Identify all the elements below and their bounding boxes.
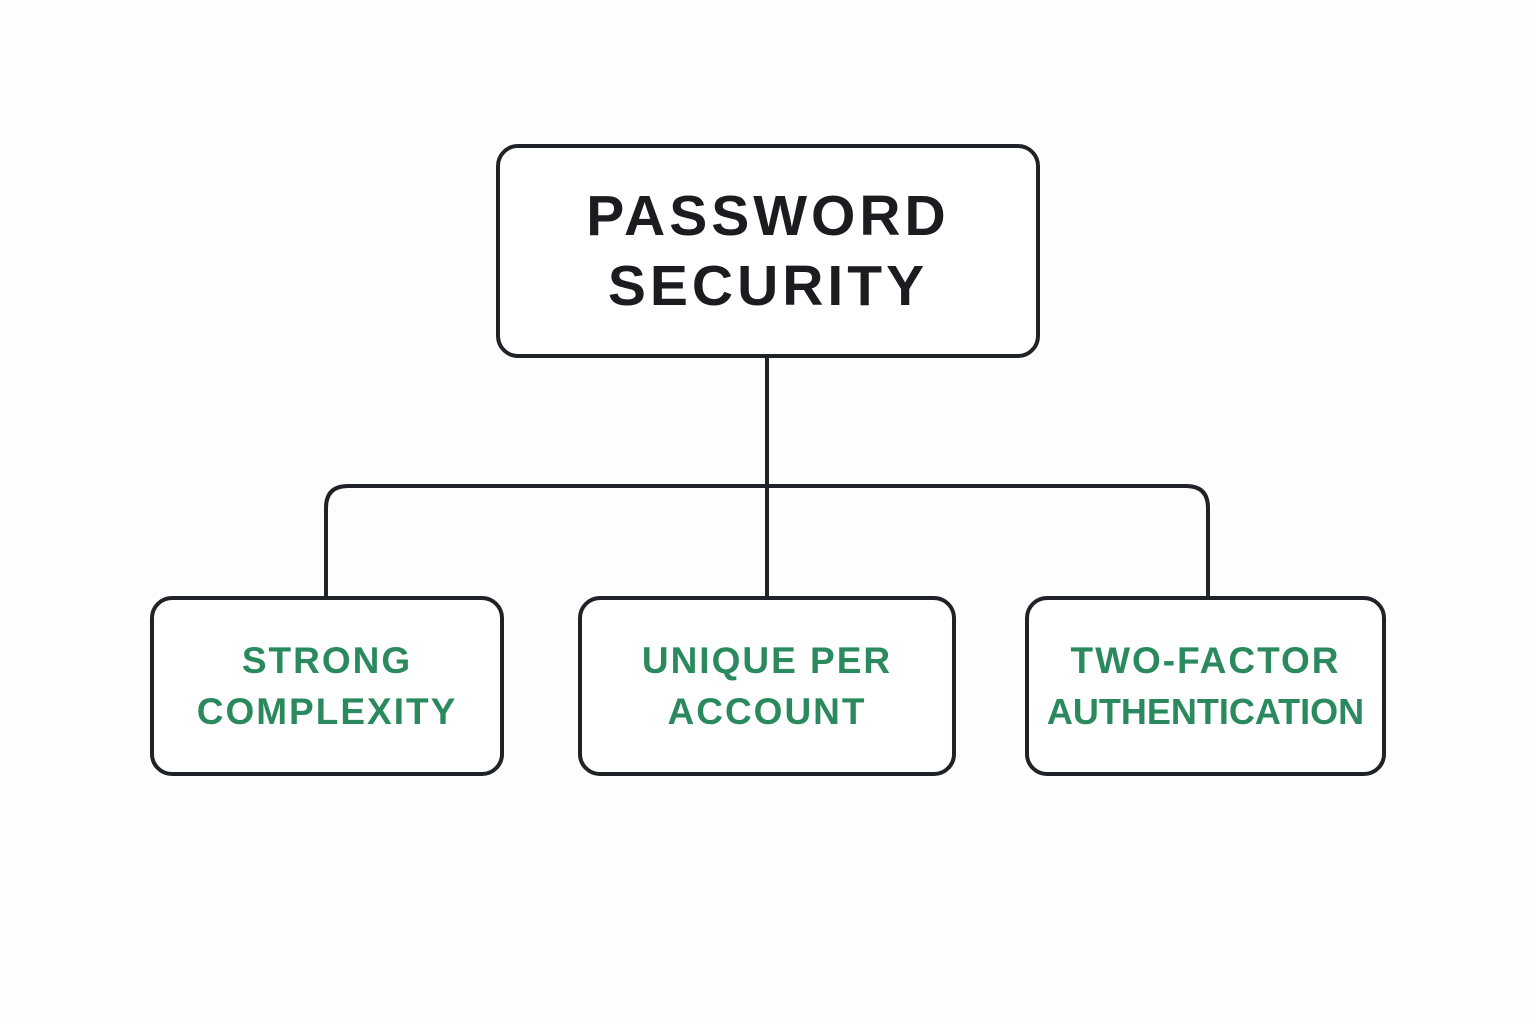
child-node-line-2: ACCOUNT xyxy=(667,691,867,732)
connector-child-3 xyxy=(1184,484,1210,598)
child-node-line-1: STRONG xyxy=(241,640,413,681)
child-node-line-2: COMPLEXITY xyxy=(196,691,458,732)
connector-child-1 xyxy=(324,484,350,598)
root-node-line-1: PASSWORD xyxy=(586,184,950,248)
root-node: PASSWORD SECURITY xyxy=(496,144,1040,358)
child-node-two-factor-authentication: TWO-FACTOR AUTHENTICATION xyxy=(1025,596,1386,776)
child-node-line-1: TWO-FACTOR xyxy=(1070,640,1341,681)
child-node-strong-complexity: STRONG COMPLEXITY xyxy=(150,596,504,776)
child-node-line-2: AUTHENTICATION xyxy=(1046,691,1365,732)
child-node-unique-per-account: UNIQUE PER ACCOUNT xyxy=(578,596,956,776)
child-node-line-1: UNIQUE PER xyxy=(641,640,893,681)
root-node-line-2: SECURITY xyxy=(607,254,929,318)
